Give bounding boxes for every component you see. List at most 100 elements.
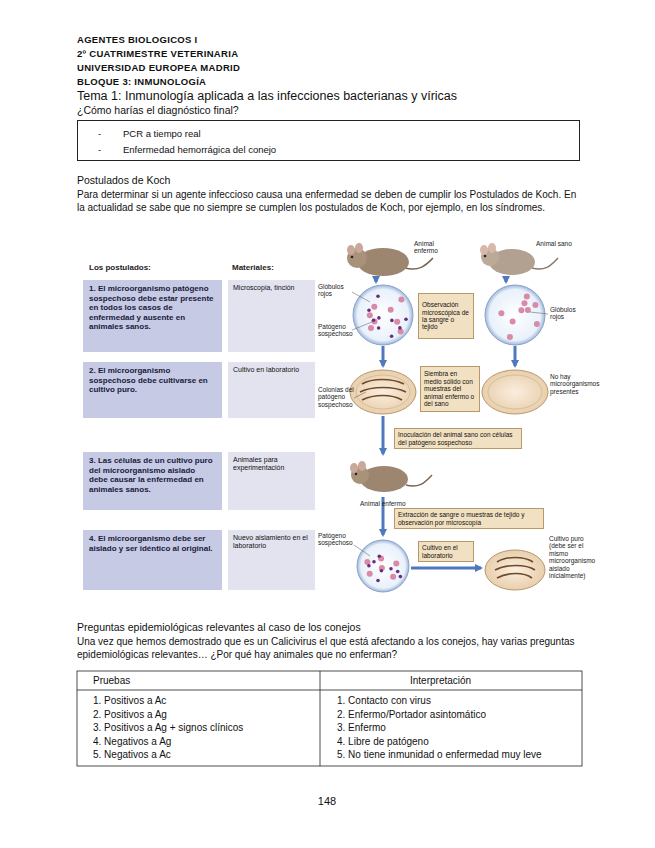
node-text: 4. El microorganismo debe ser aislado y …: [89, 534, 216, 553]
cell-dot: [396, 570, 400, 574]
materials-box: Microscopia, tinción: [228, 280, 315, 352]
node-text: Animales para experimentación: [233, 456, 310, 473]
cell-dot: [368, 325, 374, 331]
table-cell: 1. Contacto con virus: [337, 695, 577, 708]
step-callout: Observación microscópica de la sangre o …: [418, 293, 474, 339]
postulate-box: 3. Las células de un cultivo puro del mi…: [83, 452, 222, 510]
cell-dot: [367, 312, 373, 318]
node-text: Cultivo en el laboratorio: [422, 544, 470, 559]
cell-dot: [518, 307, 524, 313]
cell-dot: [404, 318, 408, 322]
figure-label: Patógeno sospechoso: [318, 323, 354, 338]
table-cell: 3. Positivos a Ag + signos clínicos: [93, 722, 313, 735]
cell-dot: [522, 300, 528, 306]
cell-dot: [524, 293, 530, 299]
cell-dot: [378, 556, 384, 562]
cell-dot: [378, 555, 382, 559]
cell-dot: [372, 318, 376, 322]
table-grid: [77, 671, 582, 766]
materials-box: Cultivo en laboratorio: [228, 362, 315, 418]
healthy-mouse: [480, 243, 558, 275]
materials-box: Animales para experimentación: [228, 452, 315, 510]
table-header: Pruebas: [93, 675, 213, 688]
node-text: Observación microscópica de la sangre o …: [422, 301, 470, 331]
page-title: Tema 1: Inmunología aplicada a las infec…: [77, 89, 617, 105]
figure-label: Animal enfermo: [360, 500, 420, 507]
table-cell: 1. Positivos a Ac: [93, 695, 313, 708]
postulate-box: 1. El microorganismo patógeno sospechoso…: [83, 280, 222, 352]
figure-label: Cultivo puro (debe ser el mismo microorg…: [549, 535, 597, 580]
paragraph: Para determinar si un agente infeccioso …: [77, 189, 580, 214]
node-text: Microscopia, tinción: [233, 284, 310, 292]
header-line: BLOQUE 3: INMUNOLOGÍA: [77, 76, 377, 88]
node-text: Enfermedad hemorrágica del conejo: [123, 144, 276, 155]
paragraph: Una vez que hemos demostrado que es un C…: [77, 636, 580, 661]
node-text: Extracción de sangre o muestras de tejid…: [398, 511, 540, 526]
table-cell: 2. Enfermo/Portador asintomático: [337, 709, 577, 722]
figure-label: Glóbulos rojos: [318, 283, 352, 298]
leader-lines: [352, 292, 548, 556]
cell-dot: [371, 304, 377, 310]
table-header: Interpretación: [410, 675, 530, 688]
figure-label: Animal sano: [536, 240, 572, 247]
header-line: AGENTES BIOLOGICOS I: [77, 34, 377, 46]
cell-dot: [376, 294, 380, 298]
figure-label: Colonias del patógeno sospechoso: [318, 386, 354, 408]
table-cell: 5. No tiene inmunidad o enfermedad muy l…: [337, 749, 577, 762]
node-text: Cultivo en laboratorio: [233, 366, 310, 374]
cell-dot: [394, 319, 400, 325]
cell-dot: [367, 308, 371, 312]
answer-box: -PCR a tiempo real-Enfermedad hemorrágic…: [77, 120, 580, 161]
cell-dot: [367, 564, 371, 568]
step-callout: Siembra en medio sólido con muestras del…: [420, 366, 480, 412]
blood-smear-row4: [357, 540, 409, 592]
page-number: 148: [297, 795, 357, 809]
header-line: 2º CUATRIMESTRE VETERINARIA: [77, 48, 377, 60]
cell-dot: [510, 319, 516, 325]
header-line: UNIVERSIDAD EUROPEA MADRID: [77, 62, 377, 74]
table-cell: 3. Enfermo: [337, 722, 577, 735]
figure-label: Glóbulos rojos: [550, 306, 584, 321]
cell-dot: [507, 334, 513, 340]
figure-label: Animal enfermo: [414, 240, 456, 255]
cell-dot: [376, 579, 380, 583]
table-cell: 2. Positivos a Ag: [93, 709, 313, 722]
blood-smear-sick: [353, 285, 413, 345]
table-cell: 4. Libre de patógeno: [337, 736, 577, 749]
cell-dot: [367, 571, 373, 577]
postulate-box: 4. El microorganismo debe ser aislado y …: [83, 530, 222, 590]
cell-dot: [393, 561, 399, 567]
cell-dot: [398, 326, 402, 330]
cell-dot: [377, 326, 381, 330]
table-cell: 4. Negativos a Ag: [93, 736, 313, 749]
cell-dot: [390, 574, 396, 580]
petri-dish-colonies: [350, 370, 416, 414]
question: ¿Cómo harías el diagnóstico final?: [77, 104, 477, 117]
step-callout: Extracción de sangre o muestras de tejid…: [394, 508, 544, 529]
cell-dot: [532, 302, 538, 308]
cell-dot: [390, 319, 394, 323]
node-text: -: [98, 144, 101, 155]
node-text: Nuevo aislamiento en el laboratorio: [233, 534, 310, 551]
materials-box: Nuevo aislamiento en el laboratorio: [228, 530, 315, 590]
sick-mouse-row3: [350, 461, 432, 492]
node-text: 1. El microorganismo patógeno sospechoso…: [89, 284, 216, 332]
column-header: Los postulados:: [89, 263, 209, 273]
node-text: 2. El microorganismo sospechoso debe cul…: [89, 366, 216, 395]
cell-dot: [380, 569, 384, 573]
node-text: Inoculación del animal sano con células …: [398, 431, 518, 446]
cell-dot: [389, 567, 393, 571]
postulate-box: 2. El microorganismo sospechoso debe cul…: [83, 362, 222, 418]
table-cell: 5. Negativos a Ac: [93, 749, 313, 762]
node-text: PCR a tiempo real: [123, 128, 201, 139]
cell-dot: [498, 310, 504, 316]
cell-dot: [377, 316, 381, 320]
cell-dot: [388, 307, 394, 313]
cell-dot: [372, 319, 378, 325]
cell-dot: [399, 575, 403, 579]
figure-label: No hay microorganismos presentes: [550, 373, 598, 395]
section-heading: Postulados de Koch: [77, 174, 377, 187]
cell-dot: [390, 334, 394, 338]
cell-dot: [372, 560, 376, 564]
cell-dot: [398, 297, 404, 303]
